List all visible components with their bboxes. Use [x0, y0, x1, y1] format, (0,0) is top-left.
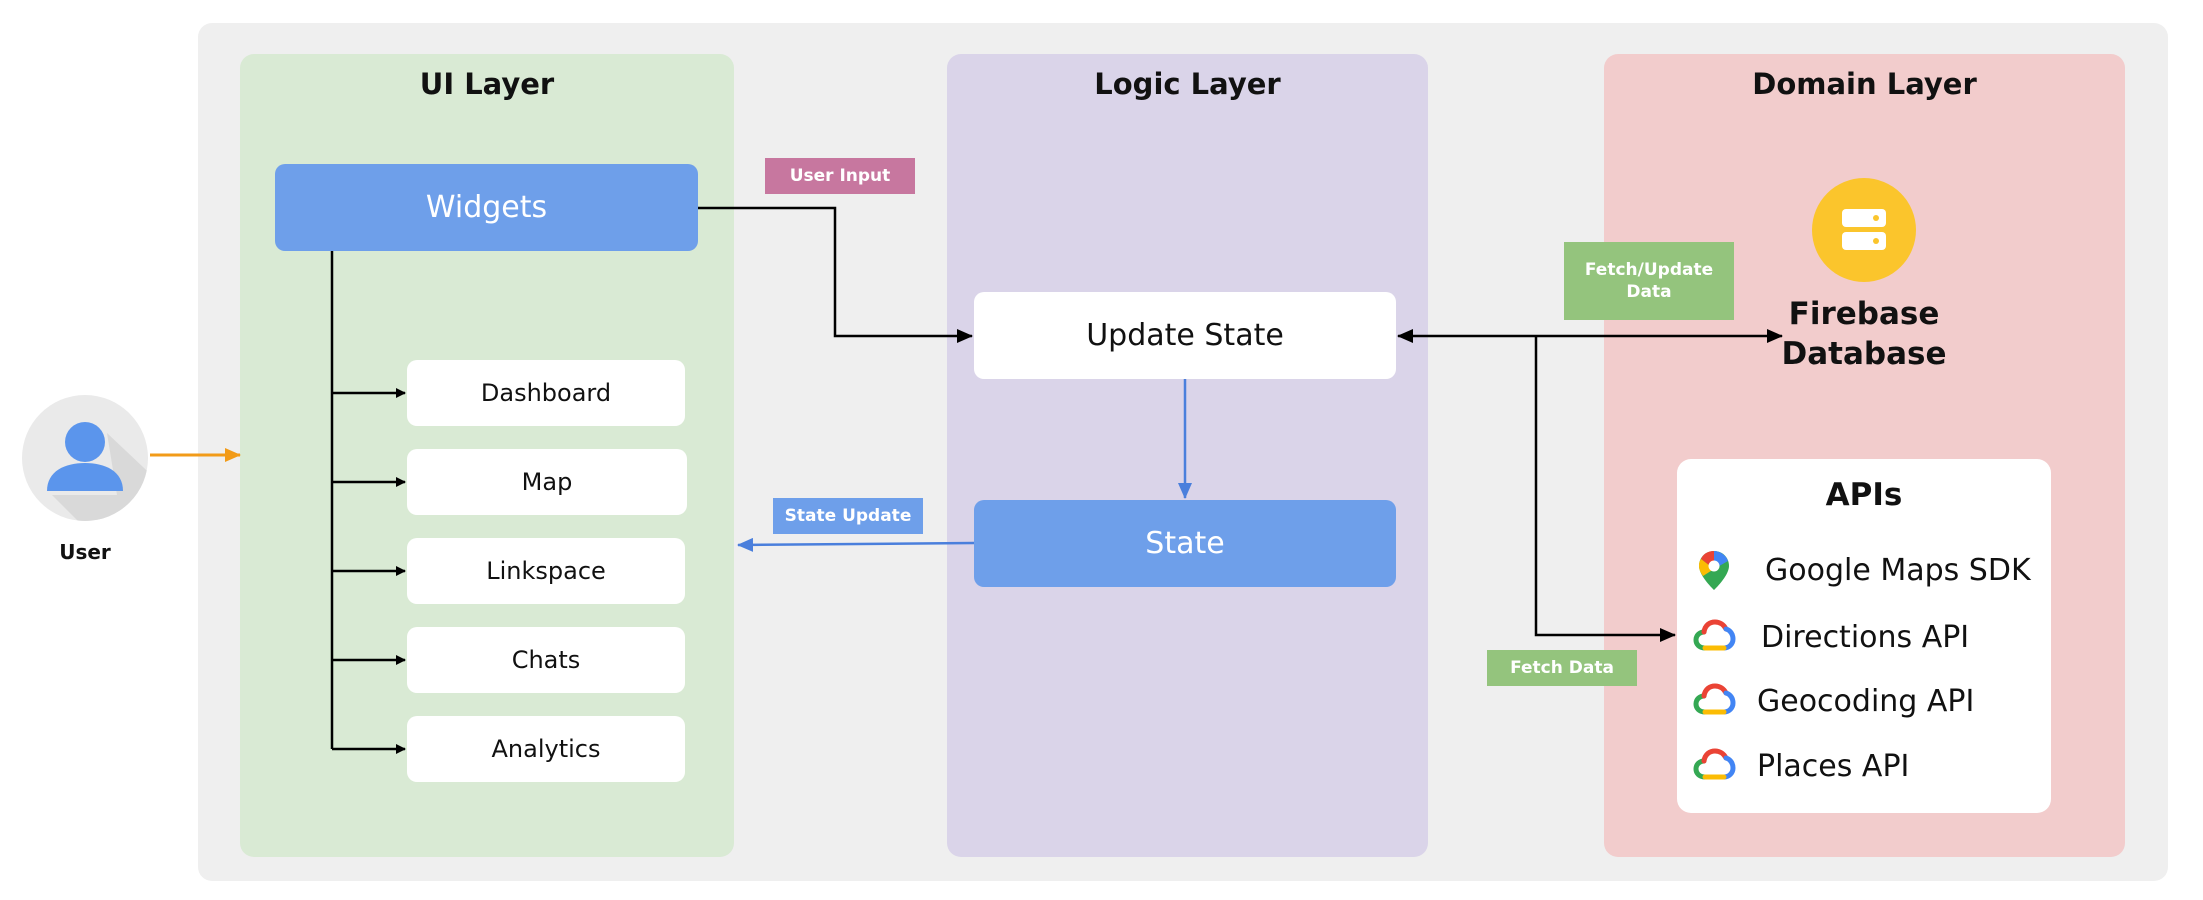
fetch-data-arrow — [1534, 336, 1676, 642]
apis-box: APIs Google Maps SDK Directions API — [1677, 459, 2051, 813]
ui-item-label: Linkspace — [486, 557, 606, 585]
logic-layer-title: Logic Layer — [1094, 67, 1281, 101]
fetch-update-label-line2: Data — [1626, 282, 1672, 302]
database-icon — [1812, 178, 1916, 282]
ui-item-dashboard: Dashboard — [407, 360, 685, 426]
ui-item-analytics: Analytics — [407, 716, 685, 782]
ui-item-linkspace: Linkspace — [407, 538, 685, 604]
api-item-label: Directions API — [1761, 619, 1970, 655]
firebase-database-label: Firebase Database — [1740, 295, 1988, 374]
api-item-geocoding-api: Geocoding API — [1691, 678, 2041, 724]
widgets-box: Widgets — [275, 164, 698, 251]
apis-title: APIs — [1825, 477, 1903, 513]
state-update-tag: State Update — [773, 498, 923, 534]
update-state-box: Update State — [974, 292, 1396, 379]
state-box: State — [974, 500, 1396, 587]
user-label: User — [59, 540, 111, 564]
api-item-google-maps-sdk: Google Maps SDK — [1691, 547, 2041, 593]
api-item-label: Places API — [1757, 748, 1910, 784]
ui-layer-title: UI Layer — [419, 67, 555, 101]
ui-item-label: Analytics — [491, 735, 601, 763]
state-label: State — [1145, 526, 1225, 561]
api-item-places-api: Places API — [1691, 743, 2041, 789]
user-input-label: User Input — [789, 165, 891, 186]
google-cloud-icon — [1691, 614, 1737, 660]
user-icon — [22, 395, 148, 521]
api-item-label: Google Maps SDK — [1765, 552, 2031, 588]
ui-item-chats: Chats — [407, 627, 685, 693]
fetch-update-data-tag: Fetch/Update Data — [1564, 242, 1734, 320]
state-update-label: State Update — [784, 505, 912, 526]
google-cloud-icon — [1691, 678, 1737, 724]
ui-item-label: Map — [521, 468, 573, 496]
fetch-data-label: Fetch Data — [1510, 657, 1614, 678]
update-state-label: Update State — [1086, 318, 1284, 353]
ui-item-label: Dashboard — [480, 379, 612, 407]
api-item-directions-api: Directions API — [1691, 614, 2041, 660]
state-update-arrow — [737, 537, 975, 552]
ui-item-label: Chats — [511, 646, 581, 674]
google-cloud-icon — [1691, 743, 1737, 789]
widgets-to-update-state-arrow — [698, 206, 973, 343]
api-item-label: Geocoding API — [1757, 683, 1975, 719]
fetch-data-tag: Fetch Data — [1487, 650, 1637, 686]
user-input-tag: User Input — [765, 158, 915, 194]
firebase-label-line2: Database — [1781, 335, 1947, 372]
google-maps-pin-icon — [1691, 547, 1737, 593]
widgets-label: Widgets — [425, 190, 548, 225]
ui-item-map: Map — [407, 449, 687, 515]
logic-layer-panel: Logic Layer — [947, 54, 1428, 857]
domain-layer-title: Domain Layer — [1752, 67, 1977, 101]
fetch-update-label-line1: Fetch/Update — [1584, 259, 1714, 280]
firebase-label-line1: Firebase — [1788, 296, 1940, 332]
